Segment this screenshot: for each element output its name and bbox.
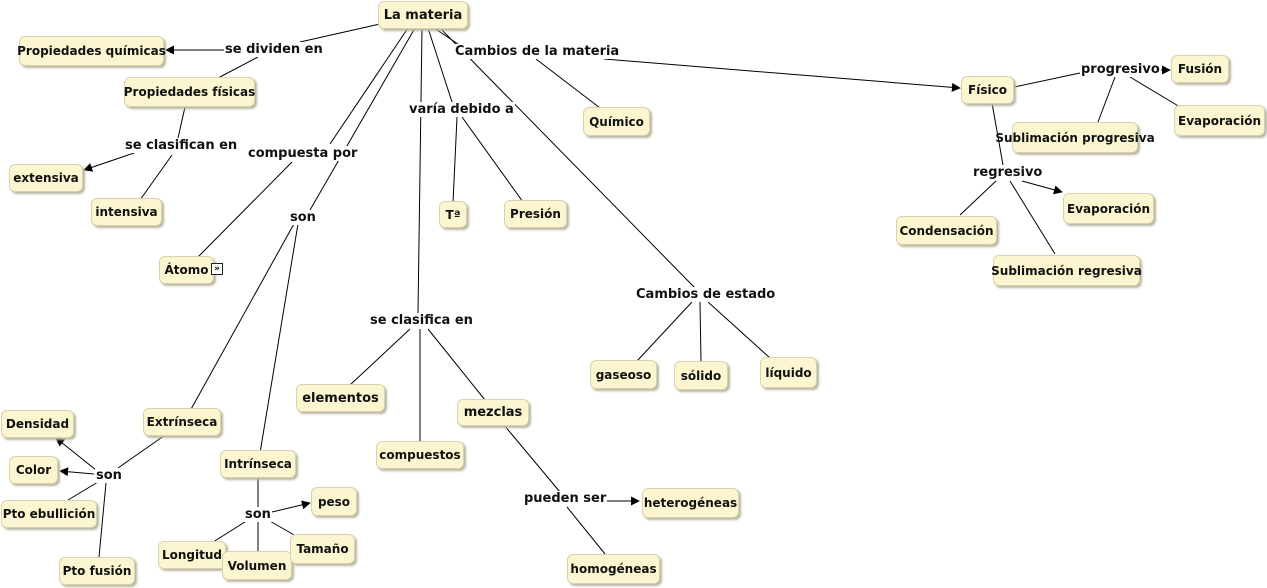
link-son-extrinseca: son (95, 468, 123, 483)
concept-propiedades-fisicas[interactable]: Propiedades físicas (124, 77, 255, 107)
concept-pto-ebullicion[interactable]: Pto ebullición (1, 500, 97, 528)
concept-tamano[interactable]: Tamaño (290, 534, 355, 564)
concept-homogeneas[interactable]: homogéneas (567, 554, 660, 584)
concept-extrinseca[interactable]: Extrínseca (143, 408, 221, 436)
concept-extensiva[interactable]: extensiva (9, 164, 83, 192)
concept-elementos[interactable]: elementos (296, 384, 385, 412)
concept-presion[interactable]: Presión (504, 200, 567, 228)
concept-gaseoso[interactable]: gaseoso (590, 360, 657, 389)
link-cambios-de-estado: Cambios de estado (635, 287, 777, 302)
link-se-dividen-en: se dividen en (224, 42, 324, 57)
concept-pto-fusion[interactable]: Pto fusión (59, 557, 135, 585)
concept-propiedades-quimicas[interactable]: Propiedades químicas (17, 36, 166, 66)
concept-intensiva[interactable]: intensiva (91, 198, 162, 226)
concept-color[interactable]: Color (9, 456, 58, 484)
link-se-clasifica-en: se clasifica en (369, 313, 474, 328)
link-se-clasifican-en: se clasifican en (124, 138, 239, 153)
link-son-intrinseca: son (244, 507, 272, 522)
link-progresivo: progresivo (1080, 62, 1161, 77)
concept-sublimacion-regresiva[interactable]: Sublimación regresiva (991, 255, 1142, 286)
concept-liquido[interactable]: líquido (760, 357, 817, 388)
concept-heterogeneas[interactable]: heterogéneas (642, 488, 739, 518)
concept-evaporacion-progresiva[interactable]: Evaporación (1174, 105, 1265, 136)
concept-evaporacion-regresiva[interactable]: Evaporación (1063, 193, 1154, 224)
link-compuesta-por: compuesta por (247, 146, 359, 161)
concept-quimico[interactable]: Químico (583, 107, 650, 136)
concept-mezclas[interactable]: mezclas (457, 399, 529, 426)
link-varia-debido-a: varía debido a (408, 102, 515, 117)
concept-fisico[interactable]: Físico (961, 76, 1014, 104)
concept-fusion[interactable]: Fusión (1171, 55, 1229, 83)
concept-intrinseca[interactable]: Intrínseca (220, 450, 296, 478)
concept-solido[interactable]: sólido (674, 361, 728, 390)
link-pueden-ser: pueden ser (523, 491, 608, 506)
concept-longitud[interactable]: Longitud (158, 541, 226, 569)
double-chevron-right-icon[interactable]: » (211, 263, 223, 275)
concept-la-materia[interactable]: La materia (378, 1, 468, 29)
concept-temperatura[interactable]: Tª (439, 201, 467, 228)
concept-densidad[interactable]: Densidad (1, 410, 74, 438)
concept-atomo[interactable]: Átomo (159, 256, 214, 284)
concept-sublimacion-progresiva[interactable]: Sublimación progresiva (995, 122, 1155, 153)
concept-condensacion[interactable]: Condensación (896, 216, 997, 245)
concept-peso[interactable]: peso (311, 487, 357, 516)
link-regresivo: regresivo (972, 165, 1044, 180)
concept-compuestos[interactable]: compuestos (376, 441, 464, 469)
concept-volumen[interactable]: Volumen (222, 551, 292, 580)
link-cambios-de-la-materia: Cambios de la materia (454, 44, 621, 59)
link-son-materia: son (289, 210, 317, 225)
